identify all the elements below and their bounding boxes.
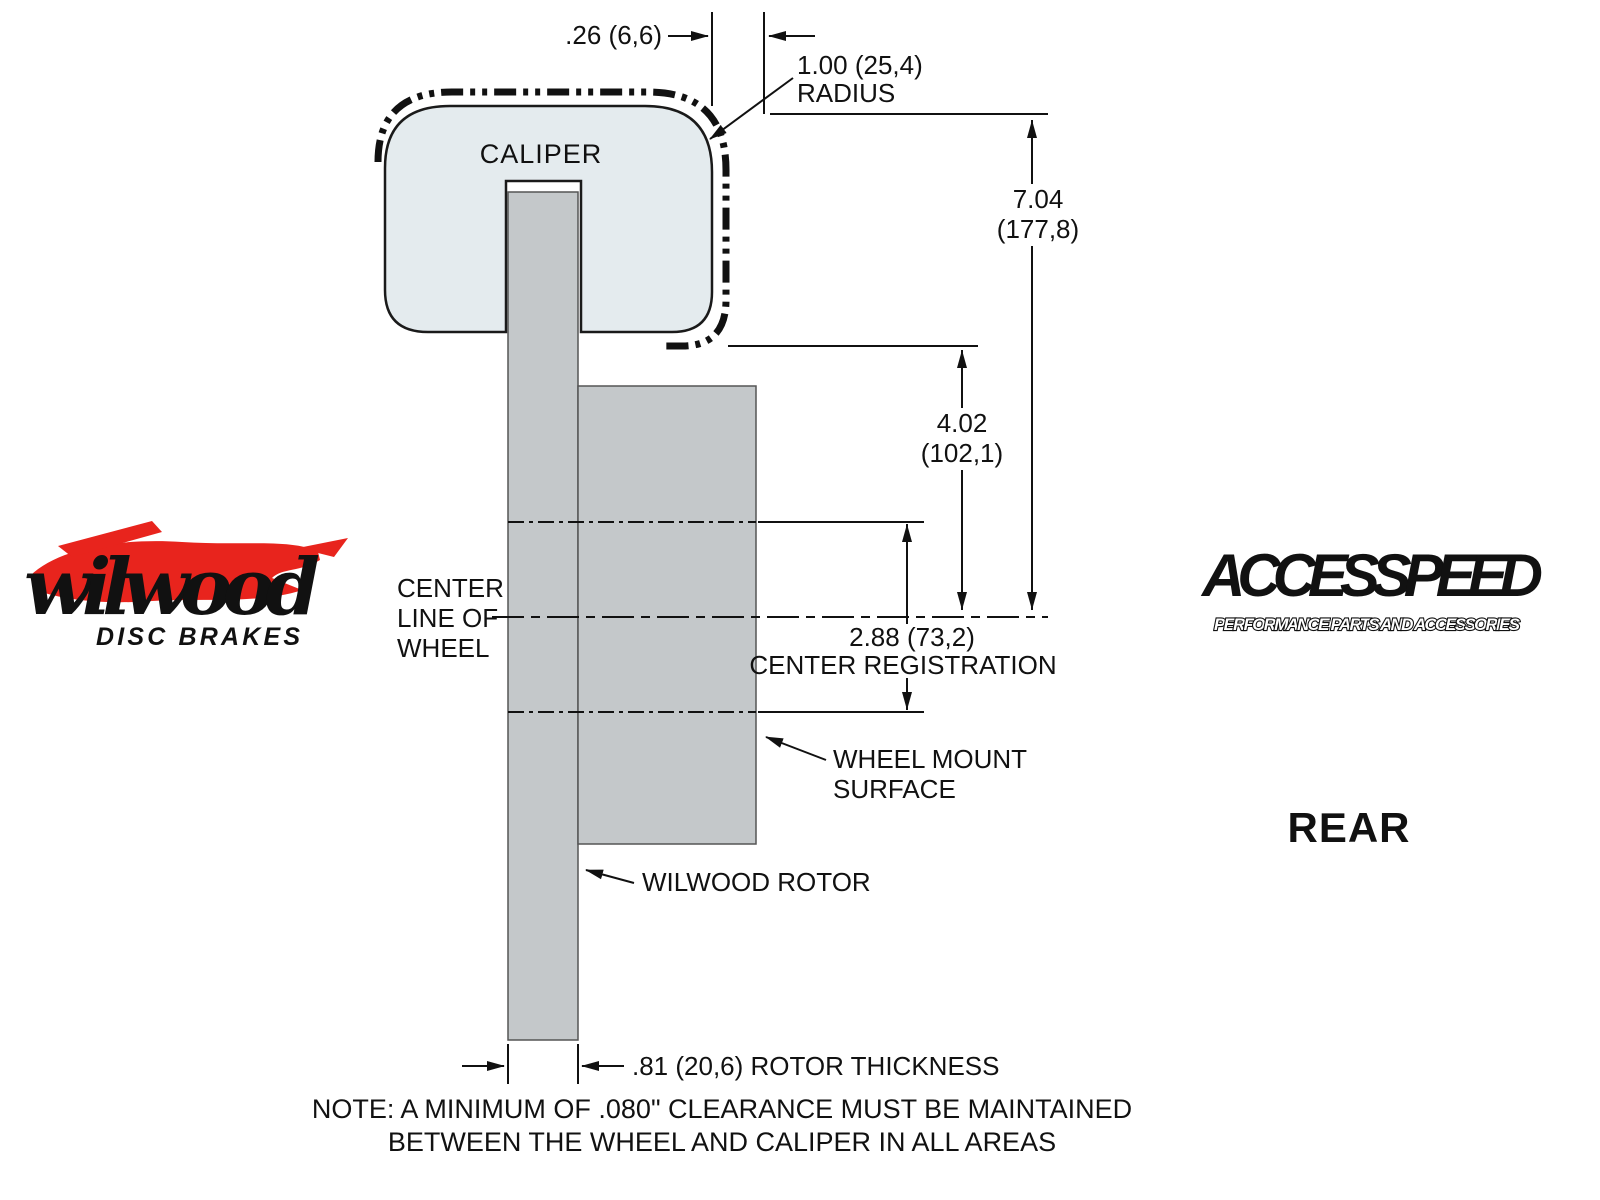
position-label: REAR	[1287, 804, 1410, 851]
dim-mid-group	[728, 345, 978, 610]
centerline-label-1: CENTER	[397, 573, 504, 603]
rotor-hat-flange	[577, 385, 757, 845]
centerline-label-3: WHEEL	[397, 633, 489, 663]
dim-total-mask	[988, 184, 1088, 246]
accesspeed-logo: ACCESSPEED PERFORMANCE PARTS AND ACCESSO…	[1200, 542, 1544, 635]
wilwood-script-text: wilwood	[24, 542, 318, 633]
note-line-2: BETWEEN THE WHEEL AND CALIPER IN ALL ARE…	[388, 1127, 1056, 1157]
rotor-label: WILWOOD ROTOR	[642, 867, 871, 897]
wheel-mount-leader	[765, 736, 827, 761]
accesspeed-sub-text: PERFORMANCE PARTS AND ACCESSORIES	[1214, 615, 1521, 634]
wheel-mount-label-2: SURFACE	[833, 774, 956, 804]
dim-mid-mask	[910, 408, 1014, 470]
note-line-1: NOTE: A MINIMUM OF .080" CLEARANCE MUST …	[312, 1094, 1132, 1124]
accesspeed-text: ACCESSPEED	[1200, 542, 1544, 609]
wheel-mount-label-1: WHEEL MOUNT	[833, 744, 1027, 774]
wilwood-splash-streak	[58, 521, 162, 557]
dim-total-mm: (177,8)	[997, 214, 1079, 244]
radius-value: 1.00 (25,4)	[797, 50, 923, 80]
dim-thickness-label: .81 (20,6) ROTOR THICKNESS	[632, 1051, 999, 1081]
dim-offset-label: .26 (6,6)	[565, 20, 662, 50]
dim-offset-group	[668, 12, 815, 114]
caliper-label: CALIPER	[480, 139, 603, 169]
caliper-body	[383, 104, 714, 334]
wilwood-sub-text: DISC BRAKES	[96, 623, 302, 651]
dim-mid-in: 4.02	[937, 408, 988, 438]
dim-thickness-group	[462, 1044, 624, 1084]
wilwood-logo: wilwood DISC BRAKES	[24, 521, 348, 651]
radius-leader	[709, 77, 794, 140]
dim-registration-label: CENTER REGISTRATION	[749, 650, 1056, 680]
caliper-clearance-outline	[374, 88, 730, 350]
wilwood-splash-shape	[30, 541, 320, 603]
dim-registration-group	[758, 521, 924, 713]
dim-total-in: 7.04	[1013, 184, 1064, 214]
centerline-label-2: LINE OF	[397, 603, 498, 633]
wilwood-splash-tail	[298, 538, 348, 557]
rotor-leader	[585, 869, 635, 884]
radius-word: RADIUS	[797, 78, 895, 108]
dim-registration-mask	[762, 624, 1048, 678]
dim-registration-value: 2.88 (73,2)	[849, 622, 975, 652]
dim-mid-mm: (102,1)	[921, 438, 1003, 468]
